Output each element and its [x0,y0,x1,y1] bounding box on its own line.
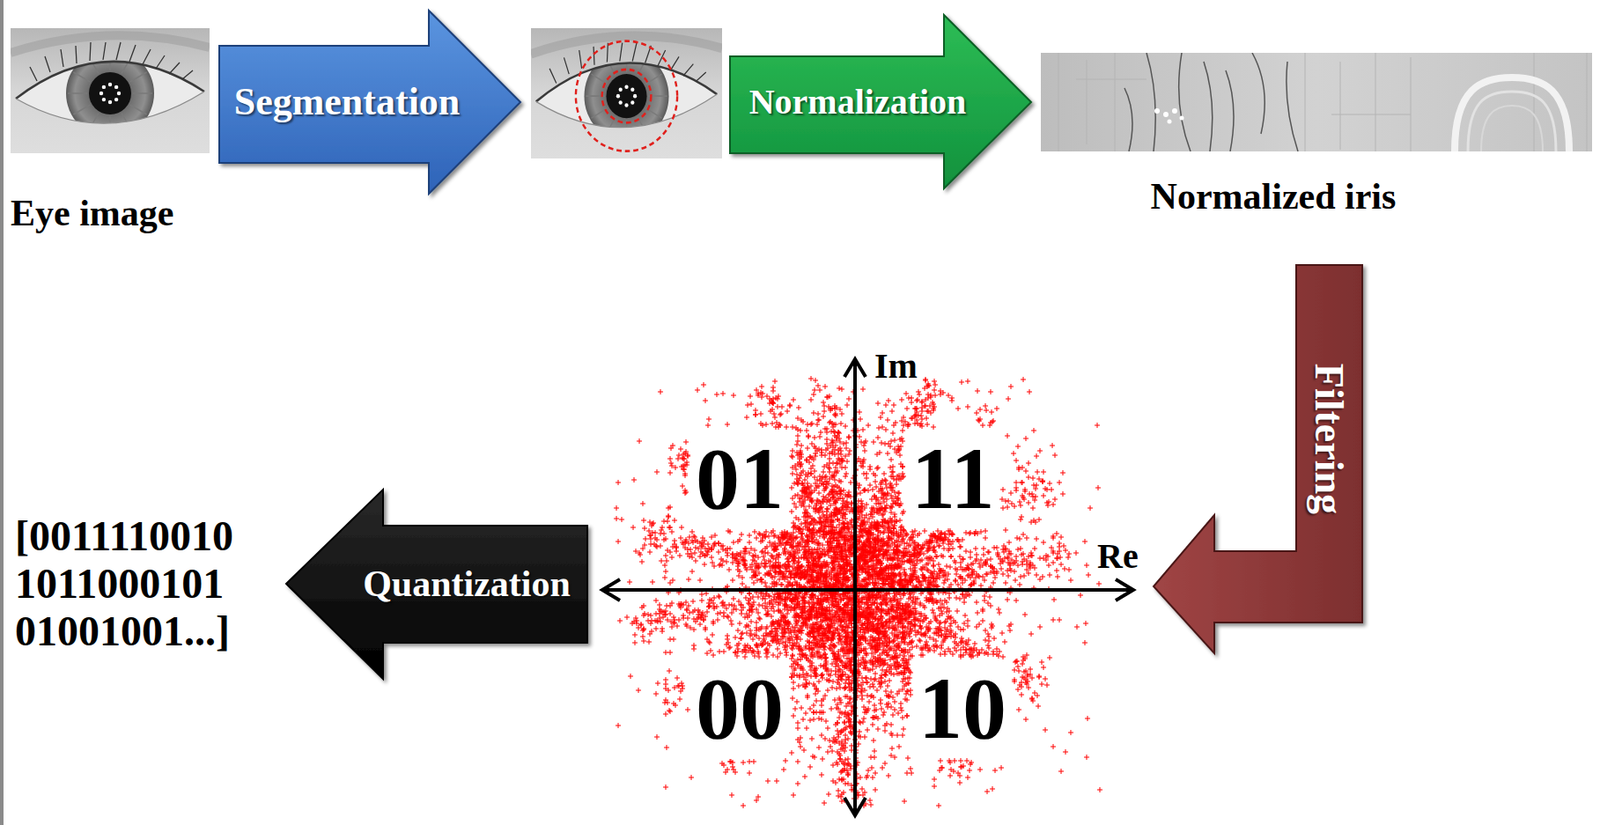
image-caption: Normalized iris [1150,175,1397,218]
arrow-label: Normalization [749,81,967,123]
filter-response-points [613,376,1103,809]
pupil-boundary [602,69,652,123]
arrow-outline [1153,265,1363,654]
real-axis [604,588,1132,592]
arrow-outline [286,489,588,679]
normalized-iris-strip [1040,52,1593,152]
process-arrow: Filtering [1153,265,1363,654]
arrow-label: Quantization [362,562,571,605]
quadrant-code: 10 [918,664,1007,753]
segmented-eye-photo [530,28,723,159]
iris-boundary [575,41,678,152]
axis-arrowheads [602,579,1134,601]
bit-string: [0011110010 1011000101 01001001...] [14,512,234,656]
axis-arrowheads [844,359,866,816]
eye-photo [10,28,210,154]
axis-label: Im [874,348,918,384]
image-panel: Eye image [8,28,221,240]
process-arrow: Normalization [729,14,1032,189]
arrow-outline [219,10,521,194]
imaginary-axis [853,361,857,814]
image-panel: Normalized iris [1040,52,1593,221]
axis-label: Re [1097,538,1139,575]
image-caption: Eye image [10,191,174,235]
quadrant-code: 11 [911,435,995,524]
arrow-label: Filtering [1305,362,1353,514]
page-border [0,0,4,825]
arrow-outline [729,14,1032,189]
process-arrow: Quantization [286,489,588,679]
quadrant-code: 00 [695,664,784,753]
arrow-label: Segmentation [234,80,461,126]
quadrant-code: 01 [695,435,784,524]
process-arrow: Segmentation [219,10,521,194]
